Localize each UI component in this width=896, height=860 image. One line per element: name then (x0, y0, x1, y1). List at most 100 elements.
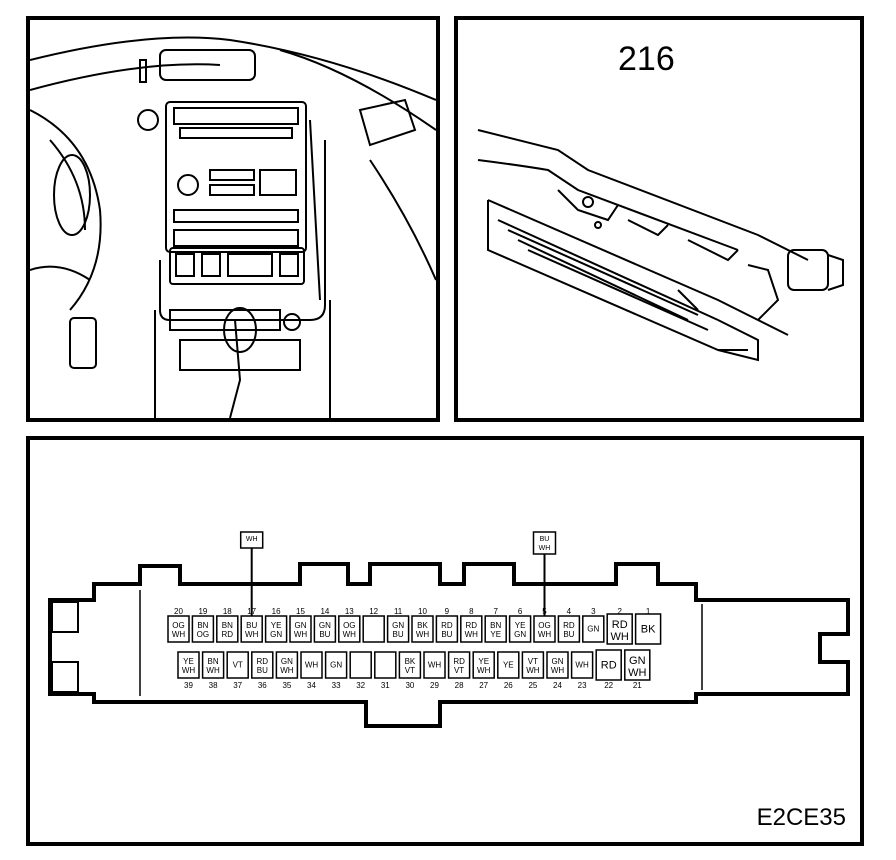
top-row-cavity-7 (484, 615, 507, 643)
top-row-cavity-15 (289, 615, 312, 643)
bottom-row-wire-color-a-35: GN (281, 657, 293, 666)
bottom-row-pin-number-27: 27 (479, 681, 488, 690)
wire-flag-label-5-1: WH (539, 545, 551, 552)
bottom-row-cavity-32 (349, 651, 372, 679)
bottom-row-wire-color-a-25: VT (528, 657, 538, 666)
top-row-wire-color-b-7: YE (490, 630, 501, 639)
bottom-row-wire-color-29: WH (428, 661, 442, 670)
top-row-pin-number-7: 7 (493, 607, 498, 616)
bottom-row-cavity-29 (423, 651, 446, 679)
top-row-cavity-6 (508, 615, 532, 643)
top-row-pin-number-11: 11 (394, 607, 403, 616)
latch-bottom (51, 661, 79, 693)
top-row-wire-color-b-2: WH (611, 631, 629, 643)
bottom-row-wire-color-a-30: BK (405, 657, 416, 666)
pinout-diagram: 20OGWH19BNOG18BNRD17BUWH16YEGN15GNWH14GN… (26, 436, 864, 846)
top-row-wire-color-a-18: BN (222, 621, 233, 630)
figure-number: 216 (618, 40, 675, 78)
bottom-row-cavity-38 (201, 651, 225, 679)
top-row-pin-number-8: 8 (469, 607, 474, 616)
bottom-row-wire-color-b-39: WH (182, 666, 196, 675)
bottom-row-pin-number-26: 26 (504, 681, 513, 690)
bottom-row-wire-color-26: YE (503, 661, 514, 670)
bottom-row-cavity-35 (275, 651, 299, 679)
top-row-wire-color-a-9: RD (441, 621, 453, 630)
connector-drawing (477, 129, 844, 362)
top-row-cavity-14 (313, 615, 337, 643)
bottom-row-pin-number-39: 39 (184, 681, 193, 690)
top-row-wire-color-b-17: WH (245, 630, 259, 639)
bottom-row-pin-number-21: 21 (633, 681, 642, 690)
top-row-wire-color-b-19: OG (197, 630, 209, 639)
top-row-cavity-8 (460, 615, 483, 643)
bottom-row-pin-number-23: 23 (578, 681, 587, 690)
bottom-row-cavity-23 (570, 651, 594, 679)
top-row-wire-color-a-15: GN (295, 621, 307, 630)
bottom-row-wire-color-a-39: YE (183, 657, 194, 666)
bottom-row-wire-color-23: WH (575, 661, 589, 670)
top-row-pin-number-15: 15 (296, 607, 305, 616)
top-row-wire-color-a-17: BU (246, 621, 257, 630)
bottom-row-pin-number-32: 32 (356, 681, 365, 690)
top-row-cavity-20 (167, 615, 190, 643)
bottom-row-wire-color-a-24: GN (552, 657, 564, 666)
bottom-row-wire-color-b-28: VT (454, 666, 464, 675)
bottom-row-wire-color-b-25: WH (526, 666, 540, 675)
bottom-row-cavity-27 (472, 651, 495, 679)
dashboard-illustration (26, 16, 440, 422)
top-row-pin-number-3: 3 (591, 607, 596, 616)
bottom-row-pin-number-36: 36 (258, 681, 267, 690)
top-row-pin-number-4: 4 (567, 607, 572, 616)
bottom-row-cavity-21 (624, 649, 651, 681)
top-row-pin-number-19: 19 (198, 607, 207, 616)
bottom-row-cavity-28 (447, 651, 471, 679)
wire-flag-label-5-0: BU (540, 536, 550, 543)
top-row-wire-color-a-10: BK (417, 621, 428, 630)
bottom-row-wire-color-a-38: BN (208, 657, 219, 666)
top-row-wire-color-b-13: WH (343, 630, 357, 639)
top-row-cavity-11 (386, 615, 410, 643)
bottom-row-pin-number-24: 24 (553, 681, 562, 690)
reference-code: E2CE35 (756, 804, 846, 831)
top-row-wire-color-b-4: BU (563, 630, 574, 639)
top-row-wire-color-b-20: WH (172, 630, 186, 639)
bottom-row-wire-color-b-38: WH (206, 666, 220, 675)
bottom-row-cavity-26 (497, 651, 520, 679)
top-row-cavity-4 (557, 615, 581, 643)
bottom-row-pin-number-37: 37 (233, 681, 242, 690)
top-row-cavity-10 (411, 615, 434, 643)
top-row-wire-color-b-18: RD (222, 630, 234, 639)
bottom-row-cavity-37 (226, 651, 249, 679)
bottom-row-wire-color-b-36: BU (257, 666, 268, 675)
bottom-row-wire-color-a-21: GN (629, 655, 646, 667)
bottom-row-pin-number-29: 29 (430, 681, 439, 690)
top-row-pin-number-12: 12 (369, 607, 378, 616)
top-row-wire-color-b-16: GN (270, 630, 282, 639)
bottom-row-wire-color-b-21: WH (628, 667, 646, 679)
top-row-cavity-3 (582, 615, 605, 643)
top-row-wire-color-a-13: OG (343, 621, 355, 630)
bottom-row-pin-number-25: 25 (528, 681, 537, 690)
top-row-wire-color-b-9: BU (441, 630, 452, 639)
bottom-row-wire-color-33: GN (330, 661, 342, 670)
top-row-pin-number-14: 14 (320, 607, 329, 616)
bottom-row-cavity-36 (251, 651, 274, 679)
bottom-row-pin-number-33: 33 (332, 681, 341, 690)
bottom-row-cavity-22 (595, 649, 622, 681)
wire-flag-label-17-0: WH (246, 536, 258, 543)
bottom-row-wire-color-a-36: RD (257, 657, 269, 666)
top-row-wire-color-b-11: BU (393, 630, 404, 639)
top-row-pin-number-2: 2 (617, 607, 622, 616)
top-row-pin-number-16: 16 (272, 607, 281, 616)
bottom-row-wire-color-b-24: WH (551, 666, 565, 675)
connector-housing-outline (48, 562, 850, 728)
top-row-cavity-18 (216, 615, 239, 643)
top-row-cavity-13 (338, 615, 361, 643)
top-row-pin-number-1: 1 (646, 607, 651, 616)
top-row-wire-color-a-11: GN (392, 621, 404, 630)
top-row-wire-color-a-7: BN (490, 621, 501, 630)
top-row-cavity-2 (606, 613, 633, 645)
top-row-wire-color-a-16: YE (271, 621, 282, 630)
bottom-row-cavity-24 (546, 651, 569, 679)
top-row-wire-color-a-2: RD (612, 619, 628, 631)
